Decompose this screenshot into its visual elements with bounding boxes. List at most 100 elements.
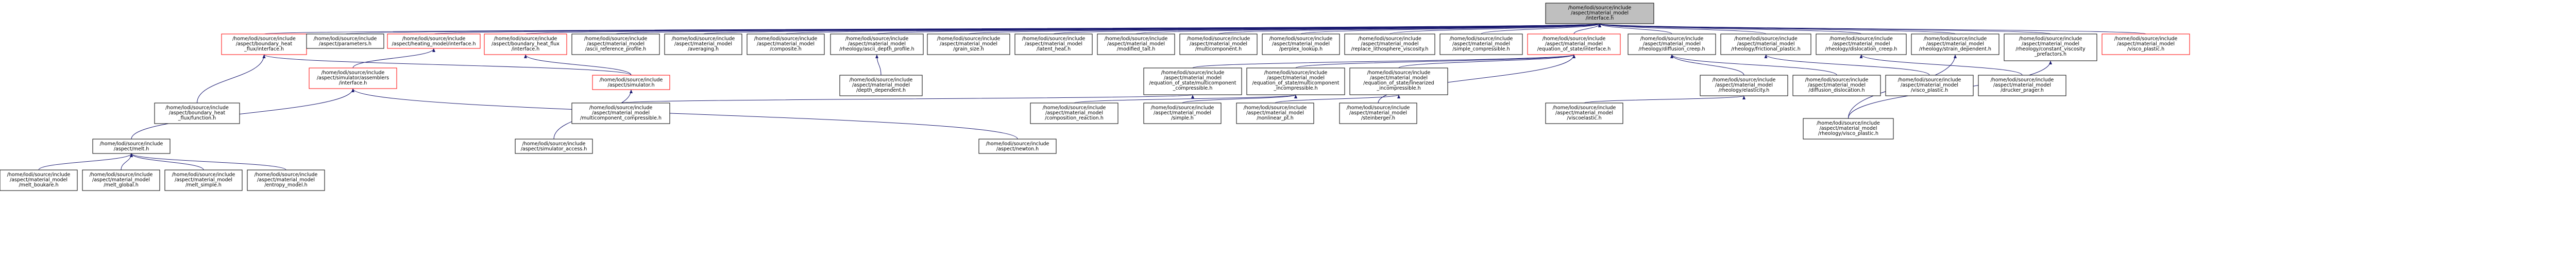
node-box — [1344, 33, 1435, 55]
node-label-line: /home/lodi/source/include — [1161, 70, 1225, 76]
node-box — [387, 33, 481, 49]
graph-node[interactable]: /home/lodi/source/include/aspect/materia… — [1014, 33, 1093, 55]
node-label-line: /aspect/boundary_heat_flux — [492, 41, 560, 47]
graph-node[interactable]: /home/lodi/source/include/aspect/simulat… — [515, 139, 593, 154]
graph-node[interactable]: /home/lodi/source/include/aspect/materia… — [664, 33, 742, 55]
node-label-line: /home/lodi/source/include — [1043, 105, 1106, 111]
node-label-line: /home/lodi/source/include — [1347, 105, 1410, 111]
node-label-line: /aspect/material_model — [940, 41, 997, 47]
graph-node[interactable]: /home/lodi/source/include/aspect/materia… — [2102, 33, 2190, 55]
node-label-line: /aspect/material_model — [1107, 41, 1165, 47]
graph-node[interactable]: /home/lodi/source/include/aspect/heating… — [387, 33, 481, 49]
node-label-line: /steinberger.h — [1361, 115, 1395, 121]
graph-node[interactable]: /home/lodi/source/include/aspect/materia… — [1545, 102, 1623, 124]
graph-node[interactable]: /home/lodi/source/include/aspect/materia… — [1339, 102, 1417, 124]
node-box — [1014, 33, 1093, 55]
include-edge — [131, 153, 204, 170]
node-box — [2102, 33, 2190, 55]
graph-node[interactable]: /home/lodi/source/include/aspect/materia… — [747, 33, 825, 55]
node-label-line: /aspect/material_model — [1246, 110, 1304, 116]
edge-arrowhead — [1294, 95, 1297, 98]
graph-node[interactable]: /home/lodi/source/include/aspect/materia… — [1344, 33, 1435, 55]
graph-node[interactable]: /home/lodi/source/include/aspect/paramet… — [306, 33, 384, 49]
graph-node[interactable]: /home/lodi/source/include/aspect/materia… — [1792, 75, 1881, 96]
node-box — [247, 169, 325, 191]
node-box — [1545, 102, 1623, 124]
graph-node[interactable]: /home/lodi/source/include/aspect/materia… — [571, 102, 670, 124]
graph-node[interactable]: /home/lodi/source/include/aspect/materia… — [1700, 75, 1788, 96]
graph-node[interactable]: /home/lodi/source/include/aspect/materia… — [830, 33, 924, 55]
graph-node[interactable]: /home/lodi/source/include/aspect/materia… — [1816, 33, 1907, 55]
include-edge — [1599, 23, 1672, 35]
graph-node[interactable]: /home/lodi/source/include/aspect/boundar… — [221, 33, 307, 55]
graph-node[interactable]: /home/lodi/source/include/aspect/materia… — [1720, 33, 1811, 55]
node-label-line: /composition_reaction.h — [1045, 115, 1104, 121]
graph-node[interactable]: /home/lodi/source/include/aspect/simulat… — [592, 75, 670, 90]
node-label-line: /home/lodi/source/include — [1553, 105, 1616, 111]
graph-node[interactable]: /home/lodi/source/include/aspect/materia… — [247, 169, 325, 191]
node-box — [1700, 75, 1788, 96]
graph-nodes: /home/lodi/source/include/aspect/materia… — [0, 3, 2190, 191]
graph-node[interactable]: /home/lodi/source/include/aspect/simulat… — [309, 67, 397, 89]
graph-node[interactable]: /home/lodi/source/include/aspect/materia… — [1349, 67, 1448, 95]
node-box — [1339, 102, 1417, 124]
node-label-line: /home/lodi/source/include — [494, 36, 557, 42]
include-edge — [1671, 54, 1837, 76]
graph-node[interactable]: /home/lodi/source/include/aspect/materia… — [839, 75, 923, 96]
graph-node[interactable]: /home/lodi/source/include/aspect/boundar… — [154, 102, 240, 124]
node-box — [1792, 75, 1881, 96]
edge-arrowhead — [2049, 61, 2052, 64]
node-label-line: /home/lodi/source/include — [165, 105, 229, 111]
graph-node[interactable]: /home/lodi/source/include/aspect/materia… — [1885, 75, 1974, 96]
node-label-line: /simple_compressible.h — [1452, 46, 1510, 52]
graph-node[interactable]: /home/lodi/source/include/aspect/materia… — [0, 169, 78, 191]
node-label-line: /melt_simple.h — [185, 182, 222, 188]
graph-root-node[interactable]: /home/lodi/source/include/aspect/materia… — [1545, 3, 1654, 24]
node-label-line: /aspect/material_model — [1555, 110, 1613, 116]
graph-node[interactable]: /home/lodi/source/include/aspect/materia… — [1978, 75, 2066, 96]
graph-node[interactable]: /home/lodi/source/include/aspect/melt.h — [92, 139, 171, 154]
graph-node[interactable]: /home/lodi/source/include/aspect/materia… — [1030, 102, 1118, 124]
node-box — [484, 33, 567, 55]
graph-node[interactable]: /home/lodi/source/include/aspect/materia… — [571, 33, 660, 55]
edge-arrowhead — [1598, 24, 1601, 27]
graph-node[interactable]: /home/lodi/source/include/aspect/materia… — [1911, 33, 1999, 55]
graph-node[interactable]: /home/lodi/source/include/aspect/materia… — [82, 169, 160, 191]
graph-node[interactable]: /home/lodi/source/include/aspect/materia… — [1143, 67, 1242, 95]
node-box — [1143, 102, 1222, 124]
node-label-line: /aspect/material_model — [1045, 110, 1103, 116]
graph-node[interactable]: /home/lodi/source/include/aspect/materia… — [1097, 33, 1175, 55]
node-box — [927, 33, 1010, 55]
node-box — [1179, 33, 1258, 55]
graph-node[interactable]: /home/lodi/source/include/aspect/materia… — [2004, 33, 2097, 61]
node-box — [154, 102, 240, 124]
node-label-line: /home/lodi/source/include — [986, 141, 1049, 147]
graph-node[interactable]: /home/lodi/source/include/aspect/newton.… — [978, 139, 1057, 154]
graph-node[interactable]: /home/lodi/source/include/aspect/materia… — [1803, 118, 1894, 140]
graph-node[interactable]: /home/lodi/source/include/aspect/materia… — [1246, 67, 1345, 95]
graph-node[interactable]: /home/lodi/source/include/aspect/materia… — [1179, 33, 1258, 55]
node-label-line: /home/lodi/source/include — [1269, 36, 1333, 42]
node-label-line: /diffusion_dislocation.h — [1809, 88, 1865, 93]
graph-node[interactable]: /home/lodi/source/include/aspect/materia… — [1262, 33, 1340, 55]
node-label-line: _incompressible.h — [1273, 85, 1317, 91]
graph-node[interactable]: /home/lodi/source/include/aspect/materia… — [927, 33, 1010, 55]
node-label-line: /home/lodi/source/include — [1264, 70, 1328, 76]
graph-node[interactable]: /home/lodi/source/include/aspect/materia… — [1527, 33, 1621, 55]
node-label-line: /aspect/material_model — [257, 177, 315, 183]
graph-node[interactable]: /home/lodi/source/include/aspect/materia… — [1236, 102, 1314, 124]
graph-node[interactable]: /home/lodi/source/include/aspect/materia… — [164, 169, 243, 191]
graph-node[interactable]: /home/lodi/source/include/aspect/materia… — [1628, 33, 1716, 55]
graph-node[interactable]: /home/lodi/source/include/aspect/materia… — [1143, 102, 1222, 124]
graph-node[interactable]: /home/lodi/source/include/aspect/materia… — [1439, 33, 1523, 55]
include-edge — [1599, 23, 1861, 35]
node-label-line: /equation_of_state/interface.h — [1537, 46, 1611, 52]
node-label-line: /visco_plastic.h — [1911, 88, 1948, 93]
node-label-line: /melt_boukare.h — [19, 182, 58, 188]
graph-node[interactable]: /home/lodi/source/include/aspect/boundar… — [484, 33, 567, 55]
node-label-line: /home/lodi/source/include — [845, 36, 909, 42]
node-label-line: /home/lodi/source/include — [1244, 105, 1307, 111]
node-box — [1246, 67, 1345, 95]
node-label-line: /interface.h — [512, 46, 540, 52]
node-box — [592, 75, 670, 90]
